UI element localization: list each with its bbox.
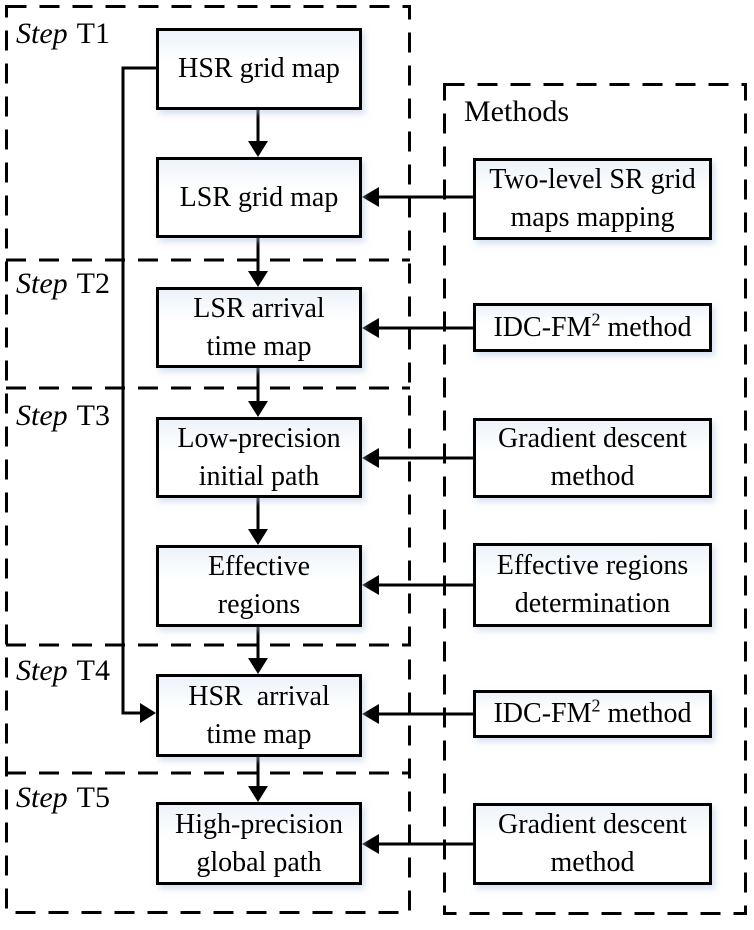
arrow-effective-determination-to-effective-regions [362, 575, 473, 595]
arrow-two-level-mapping-to-lsr-grid [362, 187, 473, 207]
node-gradient-1-line1: Gradient descent [498, 423, 687, 454]
node-hsr-arrival-time-map: HSR arrival time map [156, 674, 362, 757]
idc-fm2-2-sup: 2 [591, 695, 601, 716]
arrow-idcfm2-to-hsr-arrival [362, 704, 473, 724]
idc-fm2-1-sup: 2 [591, 309, 601, 330]
methods-panel-title: Methods [464, 95, 569, 128]
arrow-lsr-grid-to-lsr-arrival [248, 236, 268, 287]
idc-fm2-1-post: method [600, 311, 692, 343]
node-effective-regions-line1: Effective [207, 551, 311, 582]
node-idc-fm2-method-1-label: IDC-FM2 method [493, 309, 691, 347]
step-t1-prefix: Step [16, 17, 68, 50]
node-hsr-arrival-line2: time map [206, 718, 312, 750]
node-gradient-1-line2: method [550, 461, 635, 492]
node-lsr-arrival-time-map: LSR arrival time map [156, 287, 362, 368]
node-hsr-grid-map-label: HSR grid map [178, 53, 340, 84]
step-t3-prefix: Step [16, 399, 68, 432]
node-effective-regions-determination: Effective regions determination [473, 543, 712, 627]
node-high-precision-global-path: High-precision global path [156, 802, 362, 885]
methods-panel-border [443, 83, 747, 915]
node-two-level-line1: Two-level SR grid [489, 164, 696, 195]
node-low-precision-initial-path: Low-precision initial path [156, 417, 362, 498]
arrow-hsr-arrival-to-high-precision [248, 755, 268, 802]
node-effective-regions: Effective regions [156, 545, 362, 627]
node-low-precision-line1: Low-precision [177, 422, 341, 454]
step-t1-number: T1 [76, 17, 110, 50]
node-idc-fm2-method-2: IDC-FM2 method [473, 690, 712, 738]
node-lsr-grid-map: LSR grid map [156, 157, 362, 238]
arrow-effective-regions-to-hsr-arrival [248, 625, 268, 674]
step-t4-prefix: Step [16, 654, 68, 687]
feedback-line-hsr-grid-to-hsr-arrival [121, 66, 156, 723]
step-t2-number: T2 [76, 267, 110, 300]
node-two-level-sr-grid-maps-mapping: Two-level SR grid maps mapping [473, 158, 712, 240]
idc-fm2-2-post: method [600, 698, 692, 729]
arrow-hsr-grid-to-lsr-grid [248, 108, 268, 157]
node-hsr-arrival-line1: HSR arrival [188, 680, 330, 712]
node-lsr-grid-map-label: LSR grid map [179, 181, 339, 213]
node-effective-regions-line2: regions [217, 589, 301, 620]
arrow-idcfm2-to-lsr-arrival [362, 318, 473, 338]
node-high-precision-line2: global path [196, 846, 322, 878]
node-gradient-descent-method-2: Gradient descent method [473, 803, 712, 885]
step-t3-number: T3 [76, 399, 110, 432]
node-lsr-arrival-line2: time map [206, 330, 312, 362]
node-idc-fm2-method-2-label: IDC-FM2 method [493, 695, 691, 733]
node-gradient-descent-method-1: Gradient descent method [473, 418, 712, 498]
node-high-precision-line1: High-precision [175, 808, 343, 840]
step-t5-number: T5 [76, 781, 110, 814]
node-low-precision-line2: initial path [198, 460, 320, 492]
node-effective-det-line1: Effective regions [496, 550, 689, 581]
node-gradient-2-line2: method [550, 847, 635, 878]
node-lsr-arrival-line1: LSR arrival [193, 292, 325, 324]
arrow-lsr-arrival-to-low-precision [248, 366, 268, 417]
idc-fm2-2-pre: IDC-FM [493, 698, 592, 729]
arrow-gradient-descent-to-high-precision [362, 834, 473, 854]
step-t4-number: T4 [76, 654, 110, 687]
node-effective-det-line2: determination [514, 588, 671, 619]
step-t5-prefix: Step [16, 781, 68, 814]
node-idc-fm2-method-1: IDC-FM2 method [473, 303, 712, 352]
node-hsr-grid-map: HSR grid map [156, 28, 362, 110]
step-t2-prefix: Step [16, 267, 68, 300]
idc-fm2-1-pre: IDC-FM [493, 311, 592, 343]
node-gradient-2-line1: Gradient descent [498, 809, 687, 840]
arrow-low-precision-to-effective-regions [248, 496, 268, 545]
steps-panel-border [5, 5, 411, 914]
arrow-gradient-descent-to-low-precision [362, 448, 473, 468]
node-two-level-line2: maps mapping [510, 202, 675, 233]
